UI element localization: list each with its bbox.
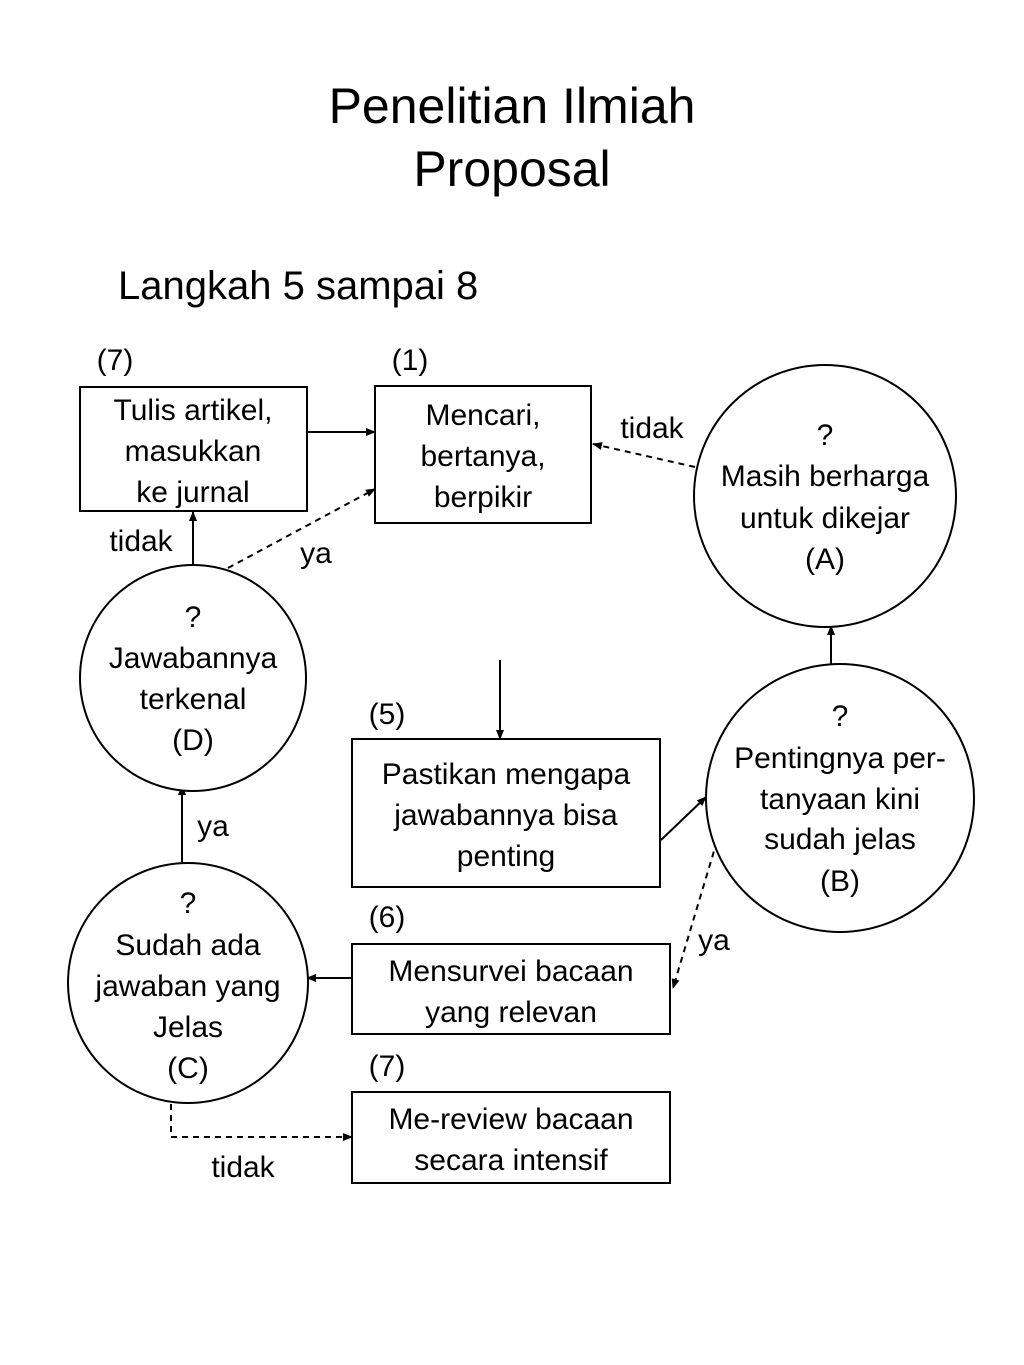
tulis-line-2: masukkan — [125, 435, 262, 468]
mereview-line-1: Me-review bacaan — [388, 1103, 633, 1136]
edge-label-ya-sudah: ya — [197, 810, 229, 843]
edge-label-tidak-sudah: tidak — [211, 1151, 275, 1184]
mencari-line-1: Mencari, — [425, 399, 540, 432]
edge-pentingnya-to-mensurvei — [671, 840, 718, 989]
masih-line-4: (A) — [805, 543, 845, 576]
sudah-line-1: ? — [180, 887, 197, 920]
step-number-tulis: (7) — [97, 344, 134, 377]
tulis-line-1: Tulis artikel, — [114, 394, 273, 427]
step-number-mencari: (1) — [392, 344, 429, 377]
edge-label-tidak-masih: tidak — [620, 412, 684, 445]
sudah-line-3: jawaban yang — [94, 970, 280, 1003]
masih-line-1: ? — [817, 419, 834, 452]
mereview-box — [351, 1091, 671, 1184]
step-number-mereview: (7) — [369, 1050, 406, 1083]
jawabannya-line-4: (D) — [172, 724, 214, 757]
pastikan-line-1: Pastikan mengapa — [382, 758, 631, 791]
edge-pastikan-to-pentingnya — [660, 796, 707, 841]
page-title: Penelitian Ilmiah — [328, 78, 696, 134]
edge-label-ya-jawabannya: ya — [300, 537, 332, 570]
mensurvei-box — [351, 943, 671, 1035]
page-subtitle: Langkah 5 sampai 8 — [118, 264, 479, 308]
pentingnya-line-4: sudah jelas — [764, 823, 916, 856]
mencari-line-3: berpikir — [434, 481, 532, 514]
step-number-mensurvei: (6) — [369, 901, 406, 934]
jawabannya-line-3: terkenal — [140, 683, 247, 716]
tulis-line-3: ke jurnal — [136, 476, 249, 509]
mereview-line-2: secara intensif — [414, 1144, 608, 1177]
pastikan-box — [351, 738, 661, 888]
mencari-box — [374, 385, 592, 524]
pentingnya-line-5: (B) — [820, 865, 860, 898]
step-number-pastikan: (5) — [369, 698, 406, 731]
edge-label-tidak-jawabannya: tidak — [109, 525, 173, 558]
masih-line-2: Masih berharga — [721, 460, 930, 493]
jawabannya-terkenal-circle — [79, 564, 307, 792]
masih-line-3: untuk dikejar — [740, 502, 910, 535]
sudah-line-4: Jelas — [153, 1011, 223, 1044]
sudah-line-2: Sudah ada — [115, 929, 260, 962]
pastikan-line-2: jawabannya bisa — [393, 799, 618, 832]
pentingnya-pertanyaan-circle — [705, 663, 975, 933]
edge-jawabannya-to-mencari — [227, 488, 376, 569]
sudah-line-5: (C) — [167, 1052, 209, 1085]
jawabannya-line-1: ? — [185, 601, 202, 634]
edge-sudah-to-mereview — [170, 1093, 353, 1141]
mensurvei-line-2: yang relevan — [425, 996, 597, 1029]
page-title-line2: Proposal — [413, 141, 611, 197]
tulis-artikel-box — [79, 386, 308, 512]
pastikan-line-3: penting — [457, 840, 555, 873]
jawabannya-line-2: Jawabannya — [109, 642, 278, 675]
pentingnya-line-2: Pentingnya per- — [734, 742, 946, 775]
sudah-ada-jawaban-circle — [67, 862, 309, 1104]
mensurvei-line-1: Mensurvei bacaan — [388, 955, 633, 988]
edge-masih-to-mencari — [592, 442, 696, 468]
pentingnya-line-1: ? — [832, 700, 849, 733]
edge-label-ya-pentingnya: ya — [698, 924, 730, 957]
mencari-line-2: bertanya, — [420, 440, 545, 473]
masih-berharga-circle — [693, 364, 957, 628]
pentingnya-line-3: tanyaan kini — [760, 783, 920, 816]
